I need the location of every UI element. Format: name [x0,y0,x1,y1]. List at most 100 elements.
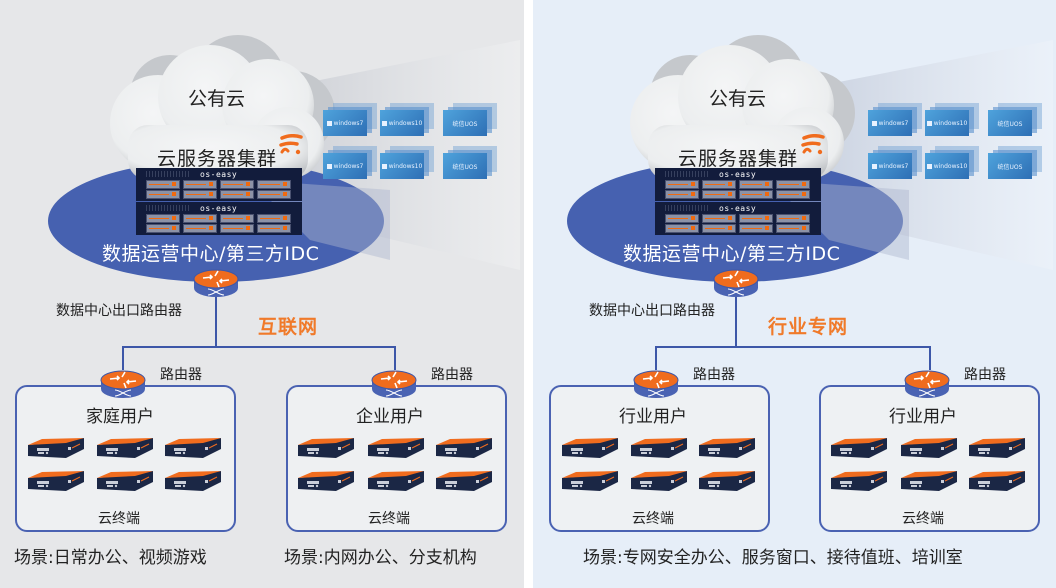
os-tile: windows10 [380,146,434,179]
router-icon [371,369,417,399]
os-tile: 统信UOS [988,103,1042,136]
thin-client-icon [26,436,86,460]
server-rack-icon: os-easy [136,168,302,201]
router-label: 路由器 [964,367,1006,383]
rack-brand: os-easy [719,204,757,213]
exit-router-label: 数据中心出口路由器 [56,303,182,319]
group-title: 行业用户 [889,407,957,427]
devices-label: 云终端 [98,511,140,527]
thin-client-icon [967,436,1027,460]
cluster-label: 云服务器集群 [678,148,799,170]
server-rack-icon: os-easy [136,202,302,235]
thin-client-icon [163,436,223,460]
cluster-label: 云服务器集群 [157,148,278,170]
os-label: 统信UOS [997,120,1023,128]
os-label: 统信UOS [997,163,1023,171]
thin-client-icon [296,436,356,460]
devices-label: 云终端 [368,511,410,527]
cloud-label: 公有云 [188,88,246,110]
os-label: windows7 [878,162,909,170]
thin-client-icon [629,436,689,460]
os-tile: windows10 [925,146,979,179]
thin-client-icon [26,469,86,493]
windows-logo-icon [326,120,332,126]
connection-line [655,346,657,370]
thin-client-icon [434,469,494,493]
internet-panel: 公有云 云服务器集群 os-easy os-easy 数据运营中心/第三方IDC… [0,0,524,588]
thin-client-icon [697,469,757,493]
os-label: 统信UOS [452,163,478,171]
os-tile: windows10 [925,103,979,136]
user-group-industry-2 [819,385,1040,532]
thin-client-icon [434,436,494,460]
router-label: 路由器 [431,367,473,383]
connection-line [655,346,931,348]
thin-client-icon [629,469,689,493]
scene-label: 场景:专网安全办公、服务窗口、接待值班、培训室 [583,548,963,568]
connection-line [735,297,737,347]
thin-client-icon [899,436,959,460]
thin-client-icon [560,436,620,460]
windows-logo-icon [926,120,932,126]
thin-client-icon [296,469,356,493]
connection-line [122,346,396,348]
windows-logo-icon [381,120,387,126]
idc-label: 数据运营中心/第三方IDC [623,243,841,265]
scene-label: 场景:日常办公、视频游戏 [14,548,207,568]
router-label: 路由器 [693,367,735,383]
cloud-label: 公有云 [709,88,767,110]
idc-label: 数据运营中心/第三方IDC [102,243,320,265]
os-label: windows7 [333,162,364,170]
brand-logo-icon [279,134,303,156]
thin-client-icon [560,469,620,493]
os-label: windows10 [388,119,423,127]
windows-logo-icon [871,120,877,126]
user-group-home [15,385,236,532]
thin-client-icon [366,436,426,460]
router-icon [100,369,146,399]
devices-label: 云终端 [902,511,944,527]
thin-client-icon [899,469,959,493]
windows-logo-icon [326,163,332,169]
scene-label: 场景:内网办公、分支机构 [284,548,477,568]
thin-client-icon [95,436,155,460]
os-tile: windows7 [323,103,377,136]
user-group-industry-1 [549,385,770,532]
os-label: windows7 [878,119,909,127]
os-tile: windows7 [323,146,377,179]
server-rack-icon: os-easy [655,202,821,235]
os-tile: windows7 [868,146,922,179]
thin-client-icon [366,469,426,493]
os-label: windows10 [388,162,423,170]
connection-line [394,346,396,370]
thin-client-icon [967,469,1027,493]
os-tile: windows10 [380,103,434,136]
connection-line [929,346,931,370]
industry-network-panel: 公有云 云服务器集群 os-easy os-easy 数据运营中心/第三方IDC… [533,0,1056,588]
exit-router-label: 数据中心出口路由器 [589,303,715,319]
router-icon [713,268,759,298]
os-tile: windows7 [868,103,922,136]
windows-logo-icon [926,163,932,169]
rack-brand: os-easy [200,170,238,179]
thin-client-icon [829,436,889,460]
thin-client-icon [829,469,889,493]
os-label: windows10 [933,162,968,170]
thin-client-icon [95,469,155,493]
router-icon [633,369,679,399]
connection-line [122,346,124,370]
os-label: windows10 [933,119,968,127]
network-label: 行业专网 [768,316,849,338]
router-icon [904,369,950,399]
group-title: 行业用户 [619,407,687,427]
server-rack-icon: os-easy [655,168,821,201]
os-tile: 统信UOS [443,103,497,136]
thin-client-icon [163,469,223,493]
os-tile: 统信UOS [443,146,497,179]
router-icon [193,268,239,298]
windows-logo-icon [871,163,877,169]
group-title: 家庭用户 [86,407,154,427]
windows-logo-icon [381,163,387,169]
thin-client-icon [697,436,757,460]
router-label: 路由器 [160,367,202,383]
